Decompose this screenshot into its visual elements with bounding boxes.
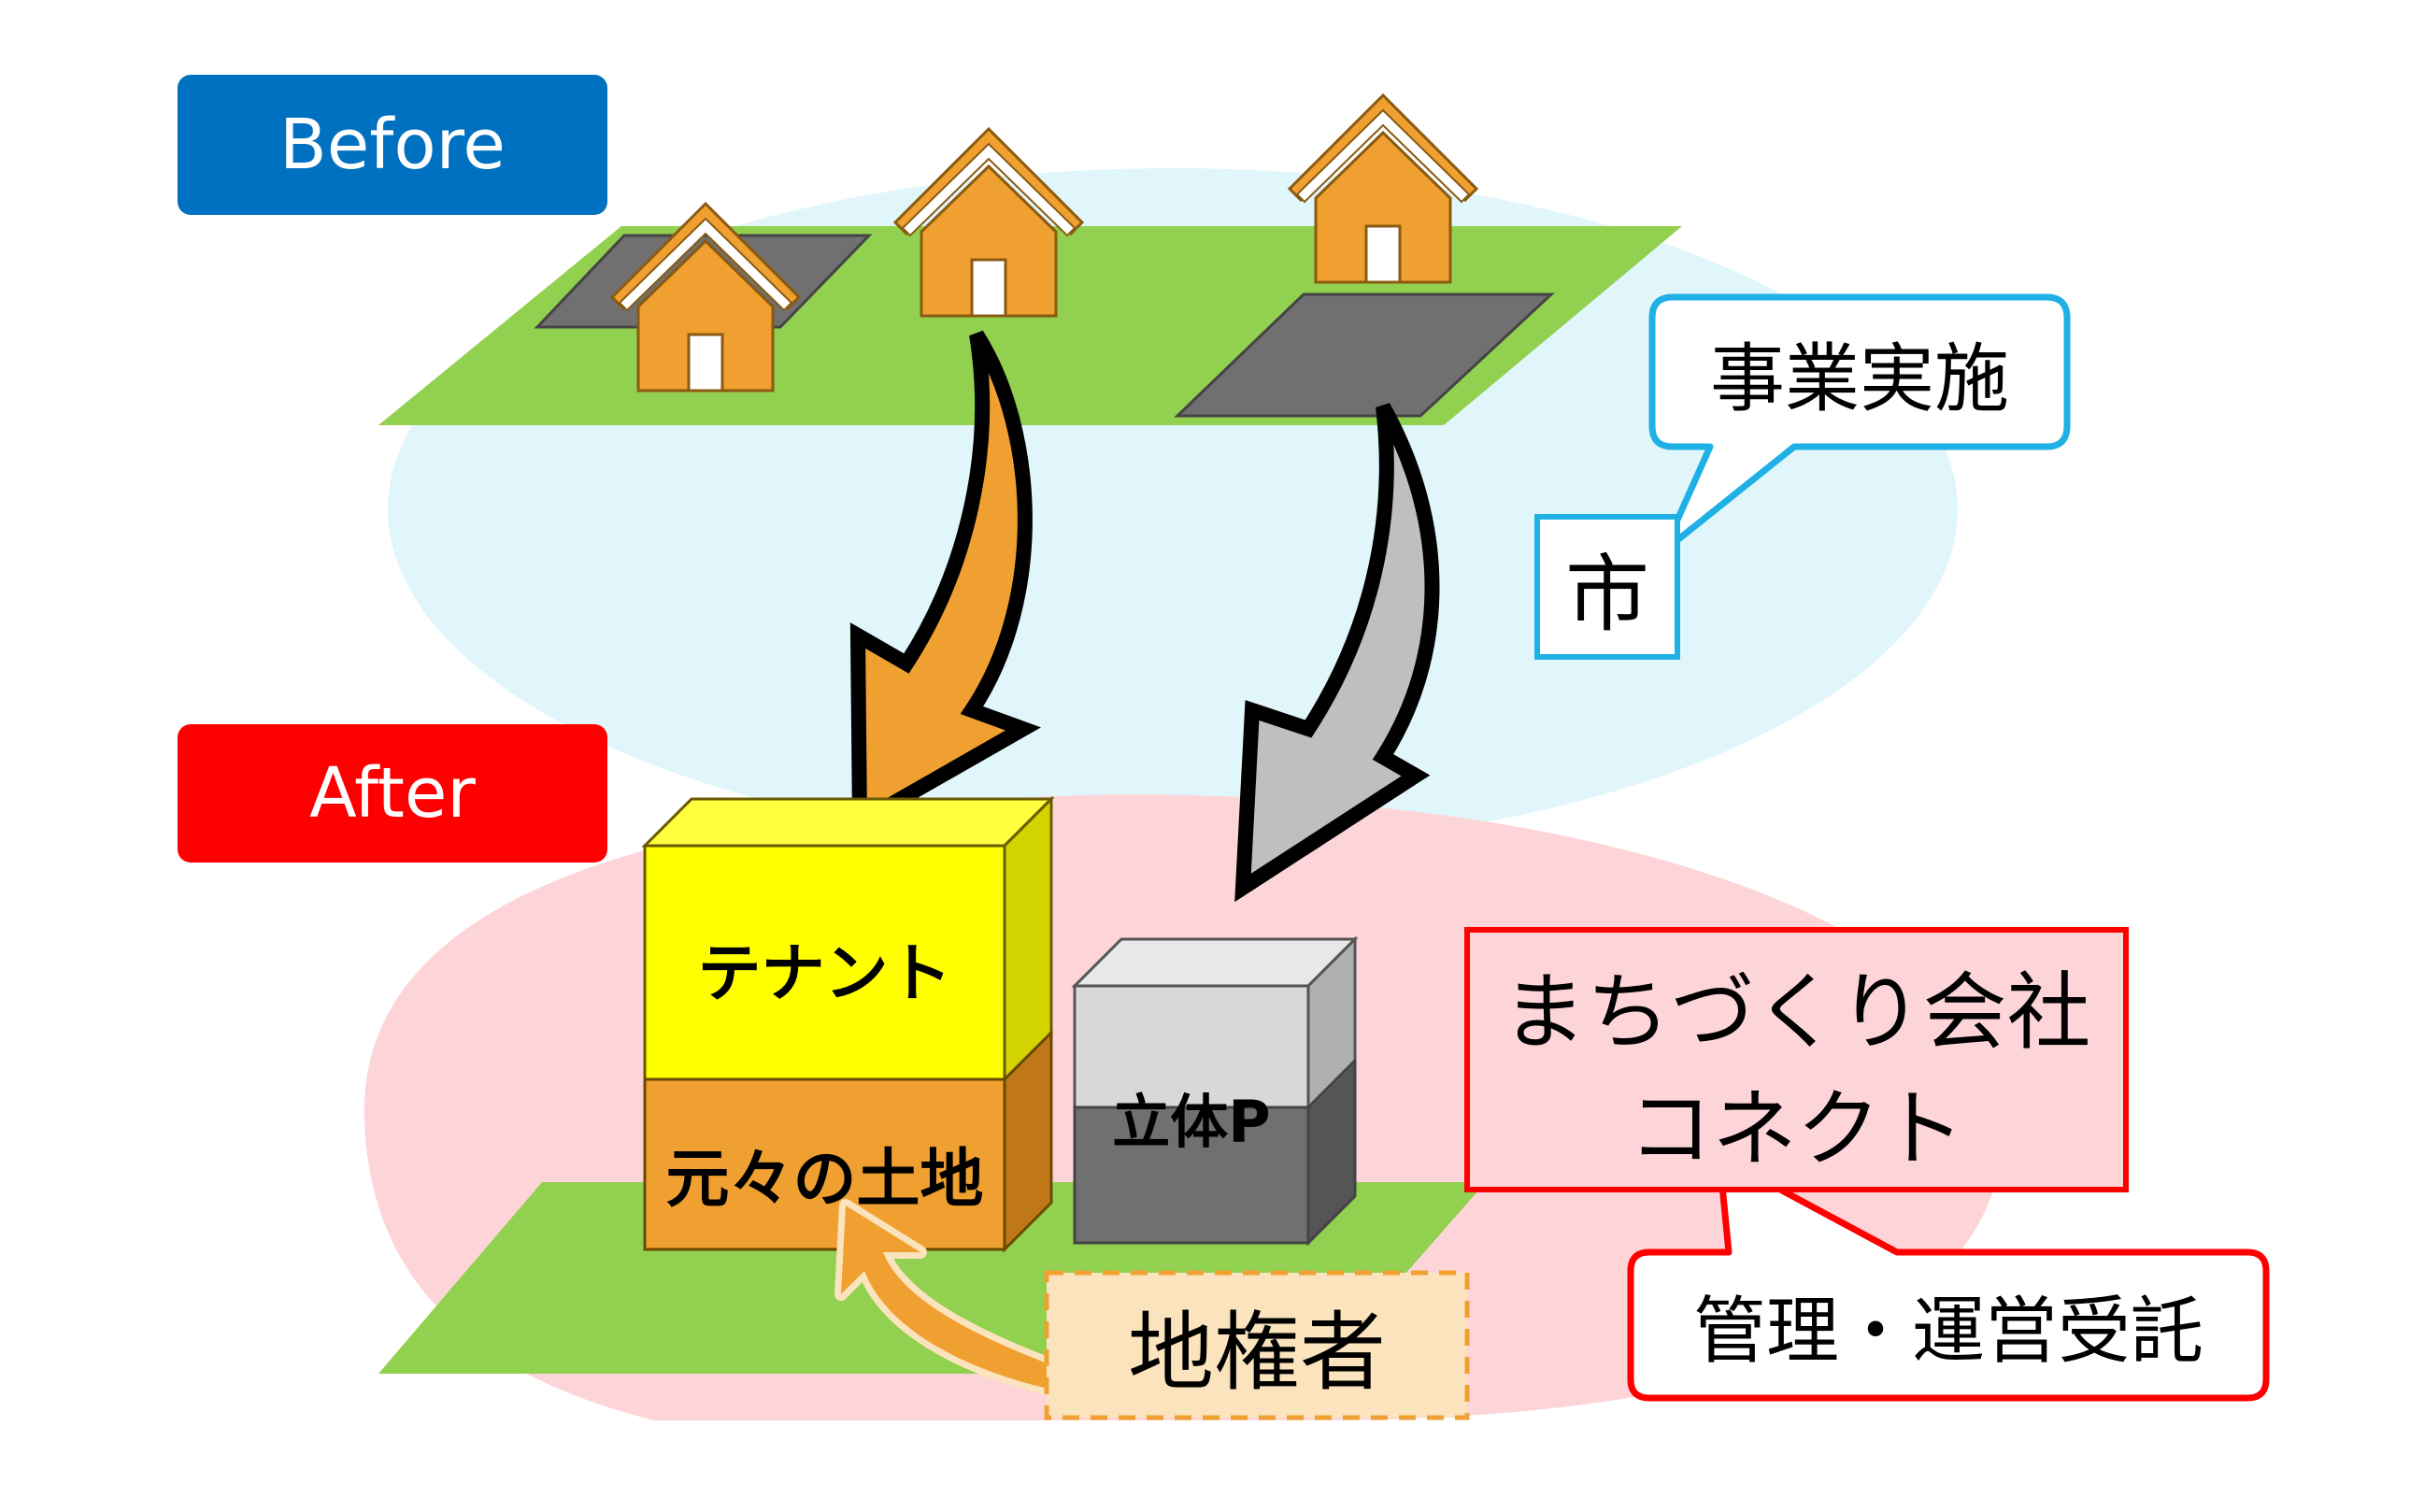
original-land-label: 元々の土地 [665, 1142, 984, 1217]
after-badge: After [178, 724, 607, 863]
building-top [641, 797, 1055, 848]
city-box [1534, 514, 1680, 660]
orange-arrow-icon [849, 330, 1041, 835]
implementation-label: 事業実施 [1710, 335, 2009, 422]
company-box [1464, 927, 2129, 1192]
parking-side-lower [1306, 1057, 1357, 1247]
landowner-label: 地権者 [1127, 1303, 1386, 1403]
management-callout [1627, 1153, 2270, 1402]
parking-label: 立体P [1112, 1088, 1271, 1156]
city-label: 市 [1565, 546, 1649, 644]
landowner-arrow-icon [834, 1199, 1081, 1399]
tenant-side [1003, 795, 1053, 1083]
implementation-callout [1648, 293, 2071, 555]
original-land-side [1003, 1029, 1053, 1253]
before-badge: Before [178, 75, 607, 215]
company-name-line1: まちづくり会社 [1502, 963, 2091, 1062]
tenant-block [643, 844, 1006, 1081]
parking-lower [1073, 1105, 1310, 1245]
house-icon [893, 127, 1084, 318]
parking-lot [1174, 292, 1555, 418]
landowner-box [1044, 1270, 1470, 1420]
management-label: 管理・運営受託 [1692, 1290, 2203, 1374]
gray-arrow-icon [1234, 403, 1440, 903]
house-icon [1288, 93, 1478, 284]
parking-top [1071, 937, 1359, 988]
tenant-label: テナント [697, 936, 952, 1011]
company-name-line2: コネクト [1628, 1080, 1965, 1178]
